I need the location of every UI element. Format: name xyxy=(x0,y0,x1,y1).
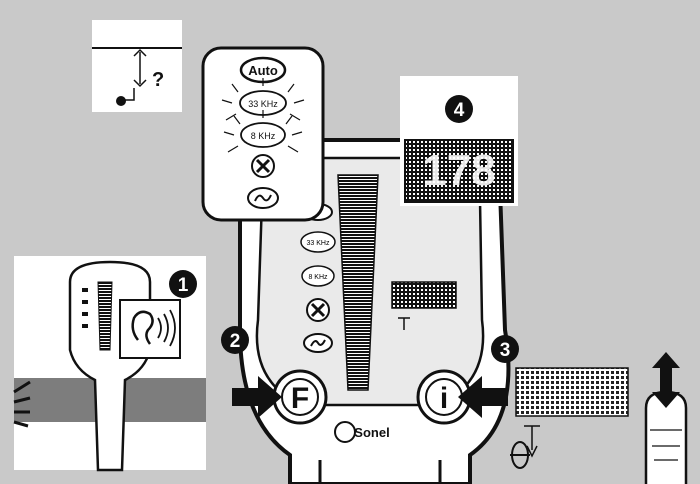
depth-display-matrix xyxy=(404,139,514,203)
i-button-label: i xyxy=(440,382,448,415)
dot-matrix-display xyxy=(515,367,629,417)
device-label-33khz: 33 KHz xyxy=(307,240,330,247)
freq-33-indicator: 33 KHz xyxy=(221,78,305,121)
depth-marker-icon xyxy=(398,317,410,330)
brand-name: Sonel xyxy=(354,425,389,440)
depth-readout: 178 xyxy=(422,146,495,195)
mute-icon xyxy=(310,302,326,318)
question-mark: ? xyxy=(152,69,164,91)
f-button[interactable]: F xyxy=(272,369,328,425)
freq-8-indicator: 8 KHz xyxy=(223,110,303,153)
main-device: 33 KHz 8 KHz F i Sonel xyxy=(238,138,511,484)
i-button[interactable]: i xyxy=(416,369,472,425)
brand-logo: Sonel xyxy=(334,421,390,443)
callout-3-label: 3 xyxy=(500,340,511,361)
callout-3: 3 xyxy=(491,335,519,363)
sound-wave-icon xyxy=(157,309,176,347)
depth-marker-icon xyxy=(524,425,540,450)
scroll-display-inset xyxy=(510,352,688,484)
ear-icon xyxy=(131,310,154,345)
depth-display-panel: 178 4 xyxy=(400,76,518,206)
mode-panel: Auto 33 KHz 8 KHz xyxy=(201,46,325,222)
cable-icon xyxy=(254,194,272,202)
updown-arrow-icon xyxy=(652,352,680,408)
callout-2: 2 xyxy=(221,326,249,354)
freq-33-label: 33 KHz xyxy=(248,99,278,109)
device-mini-display xyxy=(391,281,457,330)
auto-mode-label: Auto xyxy=(248,63,278,78)
arrow-left-icon xyxy=(458,376,508,418)
freq-8-label: 8 KHz xyxy=(251,131,276,141)
listening-inset: 1 xyxy=(13,256,206,472)
callout-2-label: 2 xyxy=(230,331,241,352)
arrow-right-icon xyxy=(232,376,282,418)
callout-1 xyxy=(169,270,197,298)
buried-cable-icon xyxy=(116,96,126,106)
signal-bargraph xyxy=(337,174,379,391)
cable-icon xyxy=(310,339,326,347)
mute-icon xyxy=(255,158,271,174)
callout-4 xyxy=(445,95,473,123)
callout-1-label: 1 xyxy=(178,275,189,296)
depth-arrow-icon xyxy=(133,48,147,88)
callout-4-label: 4 xyxy=(454,100,465,121)
depth-inset: ? xyxy=(92,20,182,112)
f-button-label: F xyxy=(291,382,309,415)
device-label-8khz: 8 KHz xyxy=(308,274,328,281)
